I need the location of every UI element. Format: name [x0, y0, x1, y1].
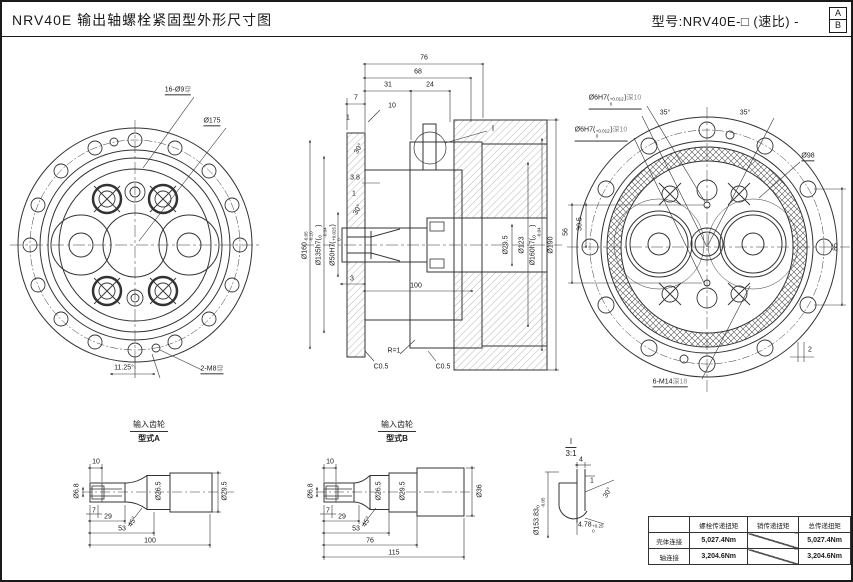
shaft-b-dim-115: 115 — [388, 549, 400, 557]
shaft-a-dia-265: Ø26.5 — [155, 481, 163, 501]
dim-1b: 1 — [352, 190, 356, 198]
row-pin-value — [747, 532, 800, 549]
shaft-b-dim-29: 29 — [338, 513, 346, 521]
row-label: 轴连接 — [647, 548, 691, 565]
dia-160h7-label: Ø160h7(0-0.04) — [529, 224, 542, 266]
shaft-b-dim-10: 10 — [326, 458, 334, 466]
variant-b: B — [834, 20, 841, 30]
page-title: NRV40E 输出轴螺栓紧固型外形尺寸图 — [12, 12, 273, 28]
rear-view — [567, 105, 850, 392]
shaft-a-dim-100: 100 — [144, 537, 156, 545]
detail-ref-label: I — [491, 123, 495, 133]
dim-1a: 1 — [346, 114, 350, 122]
detail-i-view — [545, 462, 615, 538]
detail-dim-4: 4 — [579, 456, 583, 464]
dim-31: 31 — [384, 81, 392, 89]
dim-68: 68 — [414, 68, 422, 76]
shaft-a-dim-53: 53 — [118, 525, 126, 533]
shaft-a-dia-295: Ø29.5 — [221, 481, 229, 501]
dia-160-label: Ø160-0.05-0.10 — [301, 231, 314, 260]
shaft-b-title: 输入齿轮型式B — [378, 419, 416, 444]
variant-a: A — [830, 8, 846, 20]
front-index-angle-label: 11.25° — [114, 364, 134, 372]
section-view — [302, 62, 562, 371]
shaft-b-dia-68: Ø6.8 — [307, 483, 315, 499]
front-flange-dia-label: Ø175 — [203, 117, 221, 127]
rear-dim-305: 30.5 — [576, 217, 584, 231]
dim-76: 76 — [420, 54, 428, 62]
dim-24: 24 — [426, 81, 434, 89]
table-header-blank — [647, 516, 691, 533]
row-label: 壳体连接 — [647, 532, 691, 549]
dia-190-label: Ø190 — [547, 236, 555, 254]
rear-dim-85: 85 — [832, 243, 840, 251]
rear-tap-holes-label: 6-M14深18 — [652, 378, 688, 388]
dim-10: 10 — [388, 102, 396, 110]
rear-dim-56: 56 — [562, 228, 570, 236]
detail-dim-1: 1 — [590, 477, 594, 485]
dia-135-label: Ø135h7(0-0.04) — [315, 224, 328, 266]
shaft-b-dia-36: Ø36 — [476, 484, 484, 498]
front-pin-holes-label: 2-M8穿 — [200, 365, 224, 375]
shaft-b-dim-76: 76 — [366, 537, 374, 545]
dia-123-label: Ø123 — [518, 236, 526, 254]
dim-7: 7 — [354, 94, 358, 102]
shaft-a-dim-10: 10 — [92, 458, 100, 466]
front-view — [10, 96, 260, 379]
shaft-b-dia-295: Ø29.5 — [399, 481, 407, 501]
model-number: 型号:NRV40E-□ (速比) - — [651, 14, 799, 29]
table-row: 壳体连接 5,027.4Nm 5,027.4Nm — [647, 532, 851, 549]
table-header-row: 螺栓传递扭矩 销传递扭矩 总传递扭矩 — [647, 516, 851, 533]
rear-angle-35-right: 35° — [739, 109, 751, 117]
dia-295-label: Ø29.5 — [502, 235, 510, 255]
shaft-a-view — [81, 464, 234, 548]
rear-dim-2: 2 — [808, 346, 812, 354]
variant-box: A B — [829, 7, 847, 33]
dim-r1: R=1 — [387, 347, 401, 355]
rear-dia-98-label: Ø98 — [801, 152, 815, 162]
row-bolt-value: 5,027.4Nm — [689, 532, 749, 549]
row-total-value: 5,027.4Nm — [798, 532, 851, 549]
rear-angle-35-left: 35° — [659, 109, 671, 117]
shaft-b-dia-265: Ø26.5 — [375, 481, 383, 501]
table-header-pin: 销传递扭矩 — [747, 516, 800, 533]
shaft-a-dim-7: 7 — [92, 507, 96, 515]
table-row: 轴连接 3,204.6Nm 3,204.6Nm — [647, 548, 851, 565]
dim-3: 3 — [350, 275, 354, 283]
dim-c05a: C0.5 — [373, 363, 389, 371]
row-pin-value — [747, 548, 800, 565]
shaft-a-title: 输入齿轮型式A — [130, 419, 168, 444]
shaft-a-dia-68: Ø6.8 — [73, 483, 81, 499]
title-block: NRV40E 输出轴螺栓紧固型外形尺寸图 型号:NRV40E-□ (速比) - … — [2, 2, 851, 37]
row-bolt-value: 3,204.6Nm — [689, 548, 749, 565]
row-total-value: 3,204.6Nm — [798, 548, 851, 565]
shaft-b-dim-53: 53 — [352, 525, 360, 533]
torque-table: 螺栓传递扭矩 销传递扭矩 总传递扭矩 壳体连接 5,027.4Nm 5,027.… — [647, 516, 851, 565]
shaft-a-dim-29: 29 — [104, 513, 112, 521]
dim-3-8: 3.8 — [350, 174, 360, 182]
front-bolt-holes-label: 16-Ø9穿 — [164, 86, 192, 96]
shaft-b-dim-7: 7 — [326, 507, 330, 515]
dim-100: 100 — [410, 282, 422, 290]
table-header-total: 总传递扭矩 — [798, 516, 851, 533]
dim-c05b: C0.5 — [435, 363, 451, 371]
shaft-b-view — [315, 464, 475, 560]
table-header-bolt: 螺栓传递扭矩 — [689, 516, 749, 533]
